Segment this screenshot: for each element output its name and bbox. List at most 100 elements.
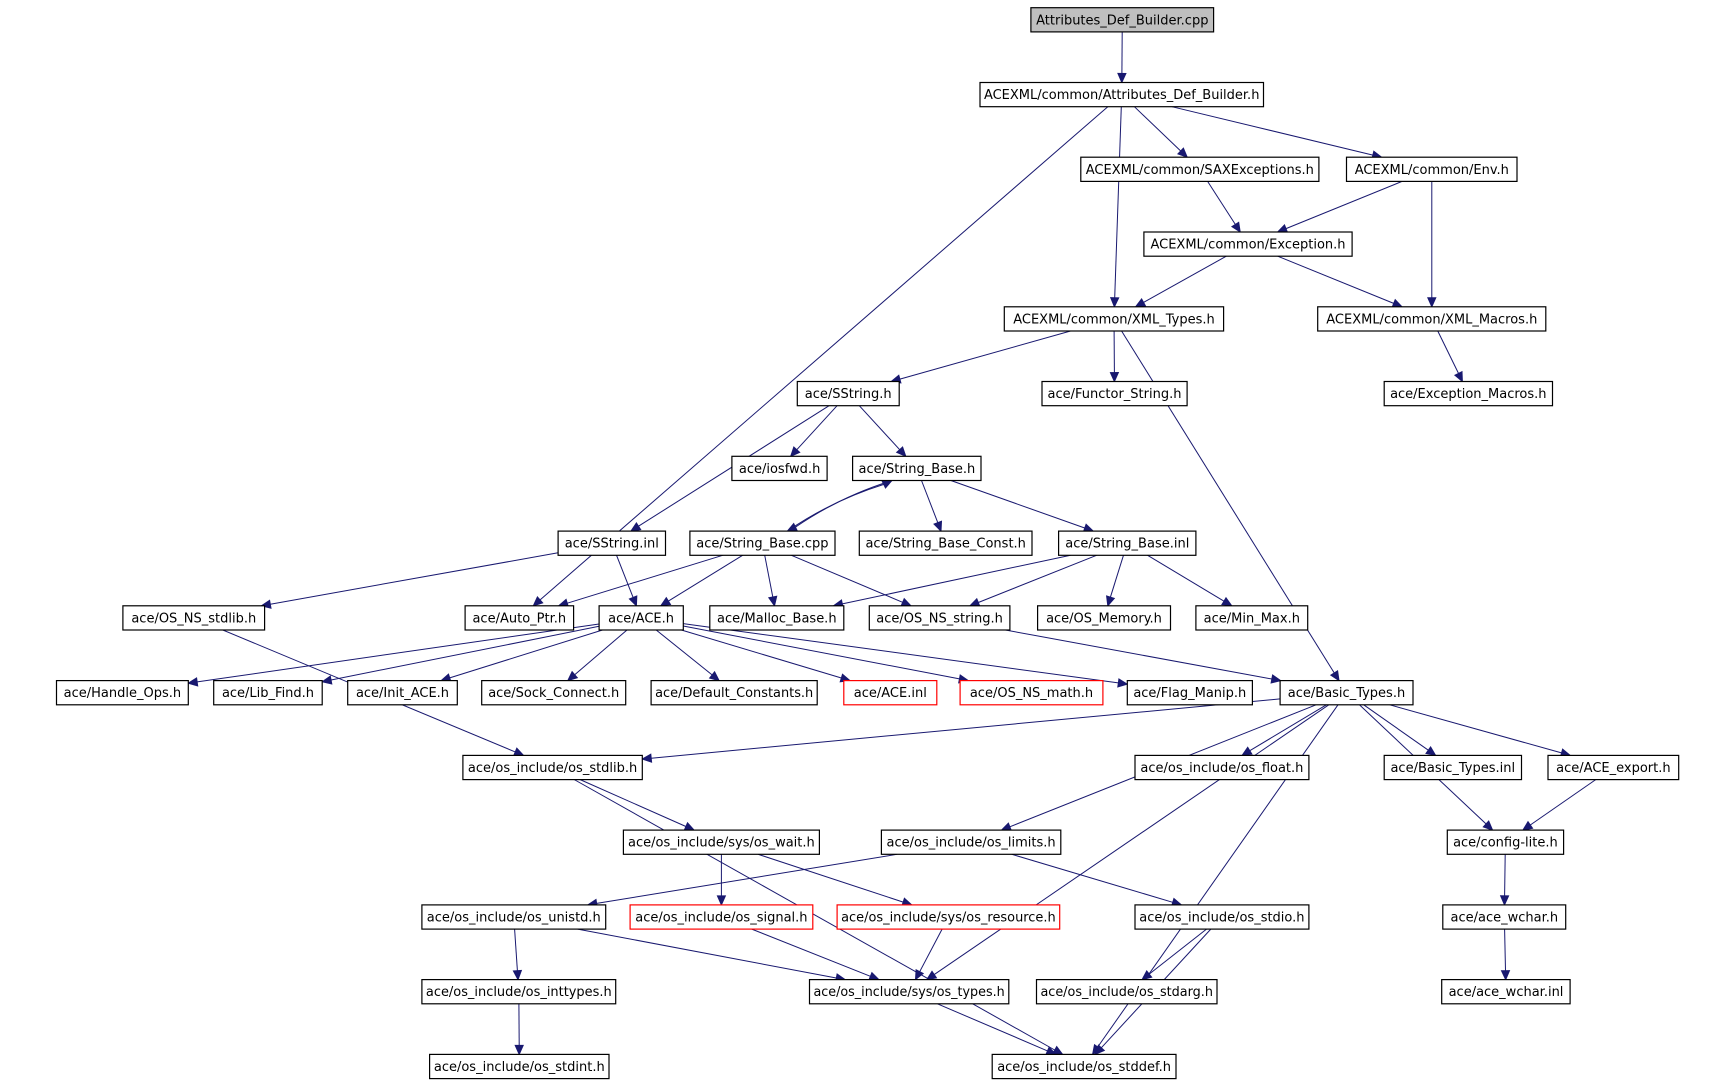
- node-os-stdlib[interactable]: ace/os_include/os_stdlib.h: [462, 754, 643, 781]
- edge-line: [1171, 106, 1374, 156]
- node-lib-find[interactable]: ace/Lib_Find.h: [213, 679, 323, 706]
- node-ace-export[interactable]: ace/ACE_export.h: [1547, 754, 1680, 781]
- edge-adb_h-to-auto_ptr: [532, 106, 1109, 607]
- node-os-float[interactable]: ace/os_include/os_float.h: [1134, 754, 1310, 781]
- node-os-unistd[interactable]: ace/os_include/os_unistd.h: [421, 904, 607, 930]
- node-auto-ptr[interactable]: ace/Auto_Ptr.h: [464, 605, 575, 631]
- node-ace-wchar-inl[interactable]: ace/ace_wchar.inl: [1441, 978, 1571, 1005]
- node-strbase-inl[interactable]: ace/String_Base.inl: [1057, 530, 1197, 556]
- edge-os_unistd-to-os_types: [577, 928, 847, 983]
- node-basic-types-inl[interactable]: ace/Basic_Types.inl: [1383, 754, 1523, 781]
- node-box: [843, 679, 938, 706]
- node-adb-h[interactable]: ACEXML/common/Attributes_Def_Builder.h: [979, 81, 1265, 108]
- node-label: ace/String_Base_Const.h: [865, 537, 1025, 552]
- node-xmltypes[interactable]: ACEXML/common/XML_Types.h: [1003, 306, 1225, 332]
- node-strbase-cpp[interactable]: ace/String_Base.cpp: [689, 530, 836, 556]
- edge-line: [1109, 555, 1124, 598]
- node-xmlmacros[interactable]: ACEXML/common/XML_Macros.h: [1317, 306, 1547, 332]
- node-os-inttypes[interactable]: ace/os_include/os_inttypes.h: [421, 978, 617, 1005]
- node-box: [462, 754, 643, 781]
- node-os-wait[interactable]: ace/os_include/sys/os_wait.h: [622, 829, 821, 855]
- node-sstring-h[interactable]: ace/SString.h: [796, 380, 900, 407]
- node-label: ace/Functor_String.h: [1048, 387, 1182, 402]
- node-box: [598, 605, 684, 631]
- node-os-ns-string[interactable]: ace/OS_NS_string.h: [868, 605, 1011, 631]
- node-ace-wchar-h[interactable]: ace/ace_wchar.h: [1442, 904, 1567, 930]
- node-flag-manip[interactable]: ace/Flag_Manip.h: [1126, 679, 1254, 706]
- node-ace-h[interactable]: ace/ACE.h: [598, 605, 684, 631]
- node-label: ace/OS_NS_math.h: [970, 686, 1093, 701]
- edge-line: [787, 483, 884, 532]
- node-functor[interactable]: ace/Functor_String.h: [1041, 380, 1188, 407]
- node-os-stddef[interactable]: ace/os_include/os_stddef.h: [991, 1053, 1177, 1080]
- node-label: ace/Exception_Macros.h: [1390, 387, 1546, 402]
- node-label: ace/os_include/os_stddef.h: [997, 1060, 1171, 1075]
- node-os-stdio[interactable]: ace/os_include/os_stdio.h: [1134, 904, 1310, 930]
- node-env[interactable]: ACEXML/common/Env.h: [1345, 156, 1518, 182]
- node-label: ace/ACE.h: [608, 611, 674, 626]
- node-saxexc[interactable]: ACEXML/common/SAXExceptions.h: [1080, 156, 1320, 182]
- node-init-ace[interactable]: ace/Init_ACE.h: [347, 679, 458, 706]
- node-strbase-const[interactable]: ace/String_Base_Const.h: [858, 530, 1033, 556]
- node-label: ace/os_include/sys/os_resource.h: [841, 911, 1056, 926]
- node-box: [481, 679, 627, 706]
- node-os-types[interactable]: ace/os_include/sys/os_types.h: [808, 978, 1010, 1005]
- edge-xmltypes-to-functor: [1109, 330, 1120, 383]
- node-ace-inl[interactable]: ace/ACE.inl: [843, 679, 938, 706]
- node-label: ACEXML/common/SAXExceptions.h: [1086, 163, 1314, 178]
- edge-ace_h-to-os_ns_math: [683, 625, 970, 684]
- node-os-resource[interactable]: ace/os_include/sys/os_resource.h: [836, 904, 1061, 930]
- edge-arrowhead: [1391, 298, 1404, 308]
- edge-ace_export-to-config_lite: [1521, 779, 1597, 831]
- edge-arrowhead: [767, 595, 778, 608]
- node-os-signal[interactable]: ace/os_include/os_signal.h: [629, 904, 814, 930]
- node-os-ns-stdlib[interactable]: ace/OS_NS_stdlib.h: [122, 605, 266, 631]
- edge-xmlmacros-to-excmacros: [1437, 330, 1463, 383]
- edge-arrowhead: [512, 969, 523, 981]
- node-malloc-base[interactable]: ace/Malloc_Base.h: [709, 605, 845, 631]
- node-handle-ops[interactable]: ace/Handle_Ops.h: [55, 679, 189, 706]
- node-label: ace/os_include/os_float.h: [1140, 761, 1303, 776]
- node-strbase-h[interactable]: ace/String_Base.h: [851, 455, 982, 482]
- edge-os_limits-to-os_stdio: [1011, 853, 1183, 907]
- node-os-memory[interactable]: ace/OS_Memory.h: [1036, 605, 1172, 631]
- node-os-stdint[interactable]: ace/os_include/os_stdint.h: [429, 1053, 610, 1080]
- node-os-limits[interactable]: ace/os_include/os_limits.h: [880, 829, 1062, 855]
- node-label: ace/os_include/os_inttypes.h: [426, 985, 612, 1000]
- node-label: ace/Basic_Types.h: [1288, 686, 1405, 701]
- edge-arrowhead: [1117, 72, 1127, 84]
- edge-line: [331, 625, 600, 681]
- node-os-stdarg[interactable]: ace/os_include/os_stdarg.h: [1035, 978, 1218, 1005]
- node-label: ace/Handle_Ops.h: [64, 686, 181, 701]
- edge-line: [858, 405, 901, 451]
- node-iosfwd[interactable]: ace/iosfwd.h: [731, 455, 828, 482]
- node-box: [1036, 605, 1172, 631]
- edge-arrowhead: [900, 597, 913, 607]
- node-config-lite[interactable]: ace/config-lite.h: [1446, 829, 1565, 855]
- node-def-const[interactable]: ace/Default_Constants.h: [650, 679, 818, 706]
- edge-arrowhead: [186, 677, 199, 687]
- node-label: ace/iosfwd.h: [739, 462, 820, 477]
- node-label: ace/Auto_Ptr.h: [472, 611, 566, 626]
- edge-os_resource-to-os_types: [914, 928, 943, 981]
- edge-adb_h-to-env: [1171, 106, 1383, 160]
- node-label: ACEXML/common/XML_Macros.h: [1326, 312, 1537, 327]
- edge-line: [1277, 255, 1394, 304]
- edge-line: [1389, 704, 1562, 754]
- node-box: [1035, 978, 1218, 1005]
- node-os-ns-math[interactable]: ace/OS_NS_math.h: [959, 679, 1104, 706]
- node-excmacros[interactable]: ace/Exception_Macros.h: [1383, 380, 1554, 407]
- node-box: [122, 605, 266, 631]
- node-sstring-inl[interactable]: ace/SString.inl: [557, 530, 667, 556]
- edge-os_stdlib-to-os_wait: [579, 779, 696, 831]
- node-exception[interactable]: ACEXML/common/Exception.h: [1143, 231, 1353, 257]
- node-box: [1441, 978, 1571, 1005]
- node-box: [1030, 7, 1215, 33]
- edge-line: [921, 480, 939, 523]
- node-label: ace/Min_Max.h: [1204, 611, 1300, 626]
- node-basic-types[interactable]: ace/Basic_Types.h: [1279, 679, 1414, 706]
- node-sock-connect[interactable]: ace/Sock_Connect.h: [481, 679, 627, 706]
- node-box: [731, 455, 828, 482]
- node-min-max[interactable]: ace/Min_Max.h: [1195, 605, 1309, 631]
- edge-arrowhead: [925, 970, 938, 981]
